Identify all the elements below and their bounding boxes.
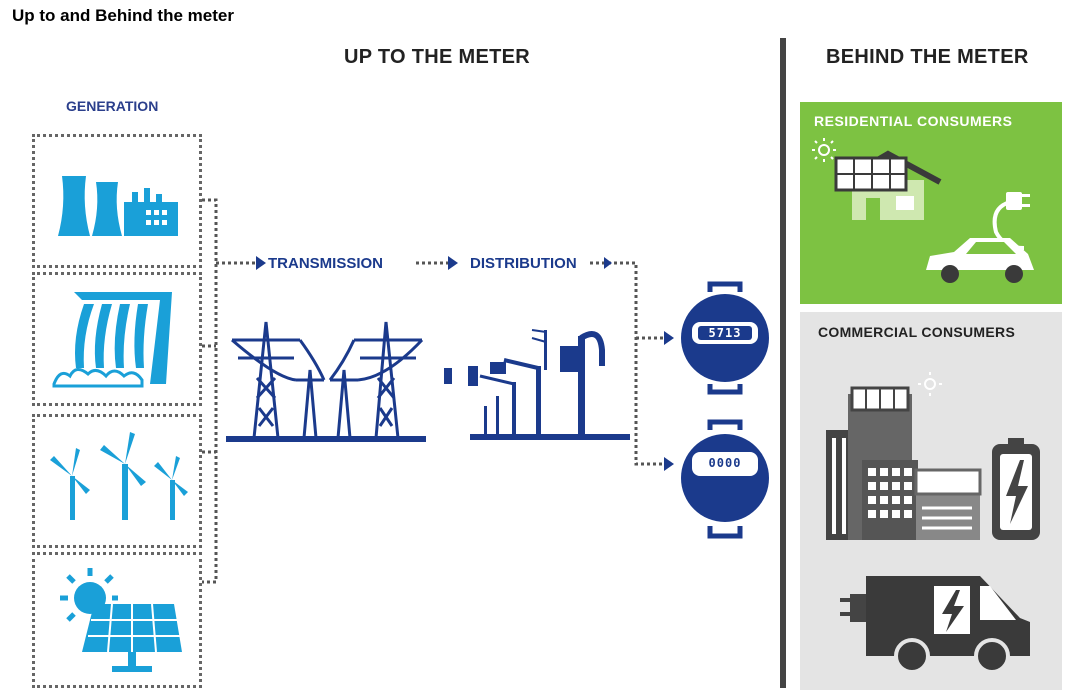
digital-meter-icon (681, 281, 769, 395)
generation-connector (202, 198, 674, 584)
distribution-label: DISTRIBUTION (470, 255, 577, 272)
analog-meter-icon (681, 419, 769, 539)
section-header-behind-meter: BEHIND THE METER (826, 46, 1029, 68)
generation-box-wind (32, 414, 202, 548)
battery-icon (992, 438, 1040, 540)
generation-box-solar (32, 552, 202, 688)
section-divider (780, 38, 786, 688)
solar-house-icon (834, 150, 942, 220)
solar-panel-icon (60, 568, 182, 672)
commercial-consumers-label: COMMERCIAL CONSUMERS (818, 324, 1016, 340)
electric-car-icon (926, 192, 1034, 283)
transmission-label: TRANSMISSION (268, 255, 384, 272)
generation-box-nuclear (32, 134, 202, 268)
section-header-up-to-meter: UP TO THE METER (344, 46, 531, 68)
wind-turbines-icon (50, 432, 188, 520)
commercial-buildings-icon (826, 386, 982, 540)
digital-meter-reading: 5713 (708, 326, 742, 340)
sun-icon-commercial (918, 372, 942, 396)
residential-consumers-label: RESIDENTIAL CONSUMERS (814, 113, 1013, 129)
electric-van-icon (840, 576, 1030, 674)
page-title: Up to and Behind the meter (12, 6, 234, 25)
analog-meter-reading: 0000 (708, 456, 742, 470)
sun-icon (812, 138, 836, 162)
transmission-towers-icon (226, 321, 426, 442)
nuclear-plant-icon (58, 176, 178, 236)
hydro-dam-icon (52, 292, 172, 388)
generation-box-hydro (32, 272, 202, 406)
distribution-streetlights-icon (444, 329, 630, 440)
generation-label: GENERATION (66, 98, 159, 114)
